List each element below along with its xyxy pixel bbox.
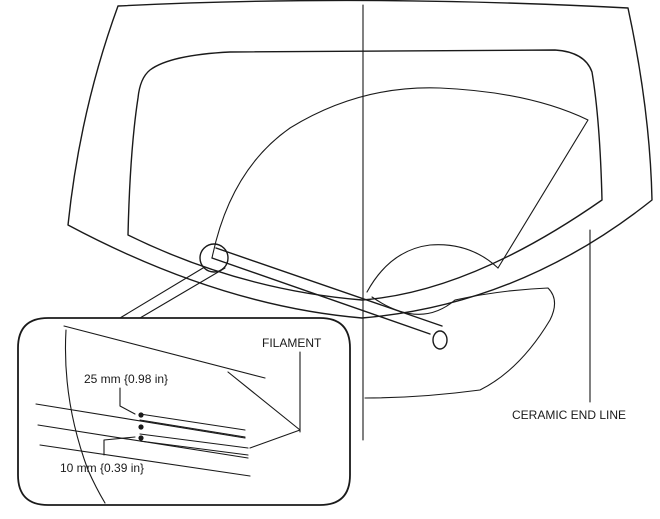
tailgate-contour	[364, 287, 556, 399]
ceramic-end-line	[127, 49, 603, 301]
wiper-arc-small	[366, 244, 499, 293]
dimension-dot-2	[138, 424, 144, 430]
wiper-arc-large	[211, 87, 589, 269]
inset-filament-diagonal-2	[249, 429, 301, 449]
measure-strip-lower	[139, 433, 249, 456]
inset-ceramic-line	[63, 325, 266, 379]
dim-upper-label: 25 mm {0.98 in}	[84, 372, 168, 386]
dimension-dot-1	[138, 412, 144, 418]
wiper-pivot	[432, 330, 448, 350]
filament-label: FILAMENT	[262, 336, 322, 350]
dim-lower-label: 10 mm {0.39 in}	[60, 461, 144, 475]
detail-inset-panel	[17, 317, 351, 506]
ceramic-end-line-label: CERAMIC END LINE	[512, 408, 626, 422]
dim-upper-leader	[119, 387, 136, 415]
detail-circle	[199, 243, 229, 273]
dimension-dot-3	[138, 435, 144, 441]
inset-filament-c	[39, 444, 251, 477]
measure-strip-upper	[139, 413, 246, 438]
wiper-arm	[211, 247, 443, 335]
leader-line-right	[139, 267, 226, 319]
leader-line-left	[119, 267, 204, 319]
inset-filament-diagonal	[227, 371, 301, 431]
inset-glass-edge	[64, 329, 106, 504]
rear-glass-outer-edge	[67, 0, 653, 319]
inset-filament-a	[35, 403, 246, 439]
dim-lower-leader	[103, 436, 136, 456]
